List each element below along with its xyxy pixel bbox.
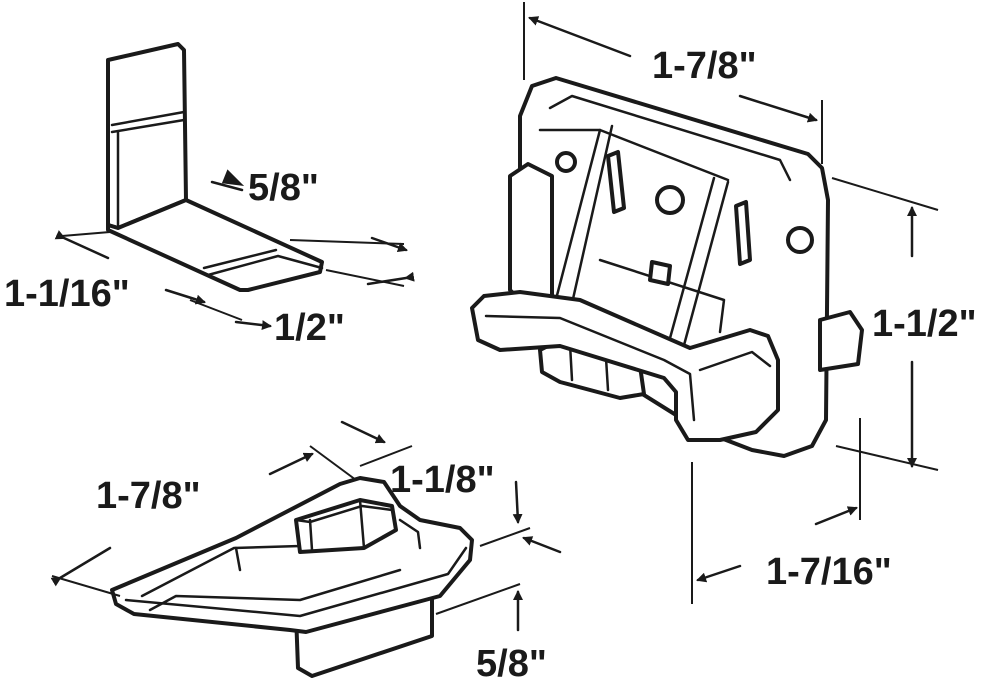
l-bracket-part xyxy=(106,42,324,292)
glide-height-label: 1-1/2" xyxy=(872,303,977,345)
bracket-depth-label: 5/8" xyxy=(248,167,319,209)
guide-part xyxy=(110,476,474,678)
bracket-upright xyxy=(106,42,188,230)
glide-width-label: 1-7/8" xyxy=(652,45,757,87)
glide-part xyxy=(470,76,864,458)
bracket-length-label: 1-1/16" xyxy=(4,273,130,315)
glide-hole xyxy=(655,185,685,215)
bracket-dimensions: 5/8" 1-1/16" 1/2" xyxy=(4,167,415,349)
glide-slot xyxy=(734,200,752,266)
guide-height-label: 5/8" xyxy=(476,643,547,685)
bracket-width-label: 1/2" xyxy=(274,307,345,349)
guide-length-label: 1-7/8" xyxy=(96,475,201,517)
glide-hole xyxy=(786,226,814,254)
guide-dimensions: 1-7/8" 1-1/8" 5/8" xyxy=(50,420,562,685)
glide-slot xyxy=(606,150,626,214)
glide-depth-label: 1-7/16" xyxy=(766,551,892,593)
glide-front-lip xyxy=(470,290,780,442)
guide-width-label: 1-1/8" xyxy=(390,459,495,501)
glide-dimensions: 1-7/8" 1-1/2" 1-7/16" xyxy=(523,2,977,604)
bracket-base xyxy=(106,198,324,292)
glide-hole xyxy=(555,151,577,173)
